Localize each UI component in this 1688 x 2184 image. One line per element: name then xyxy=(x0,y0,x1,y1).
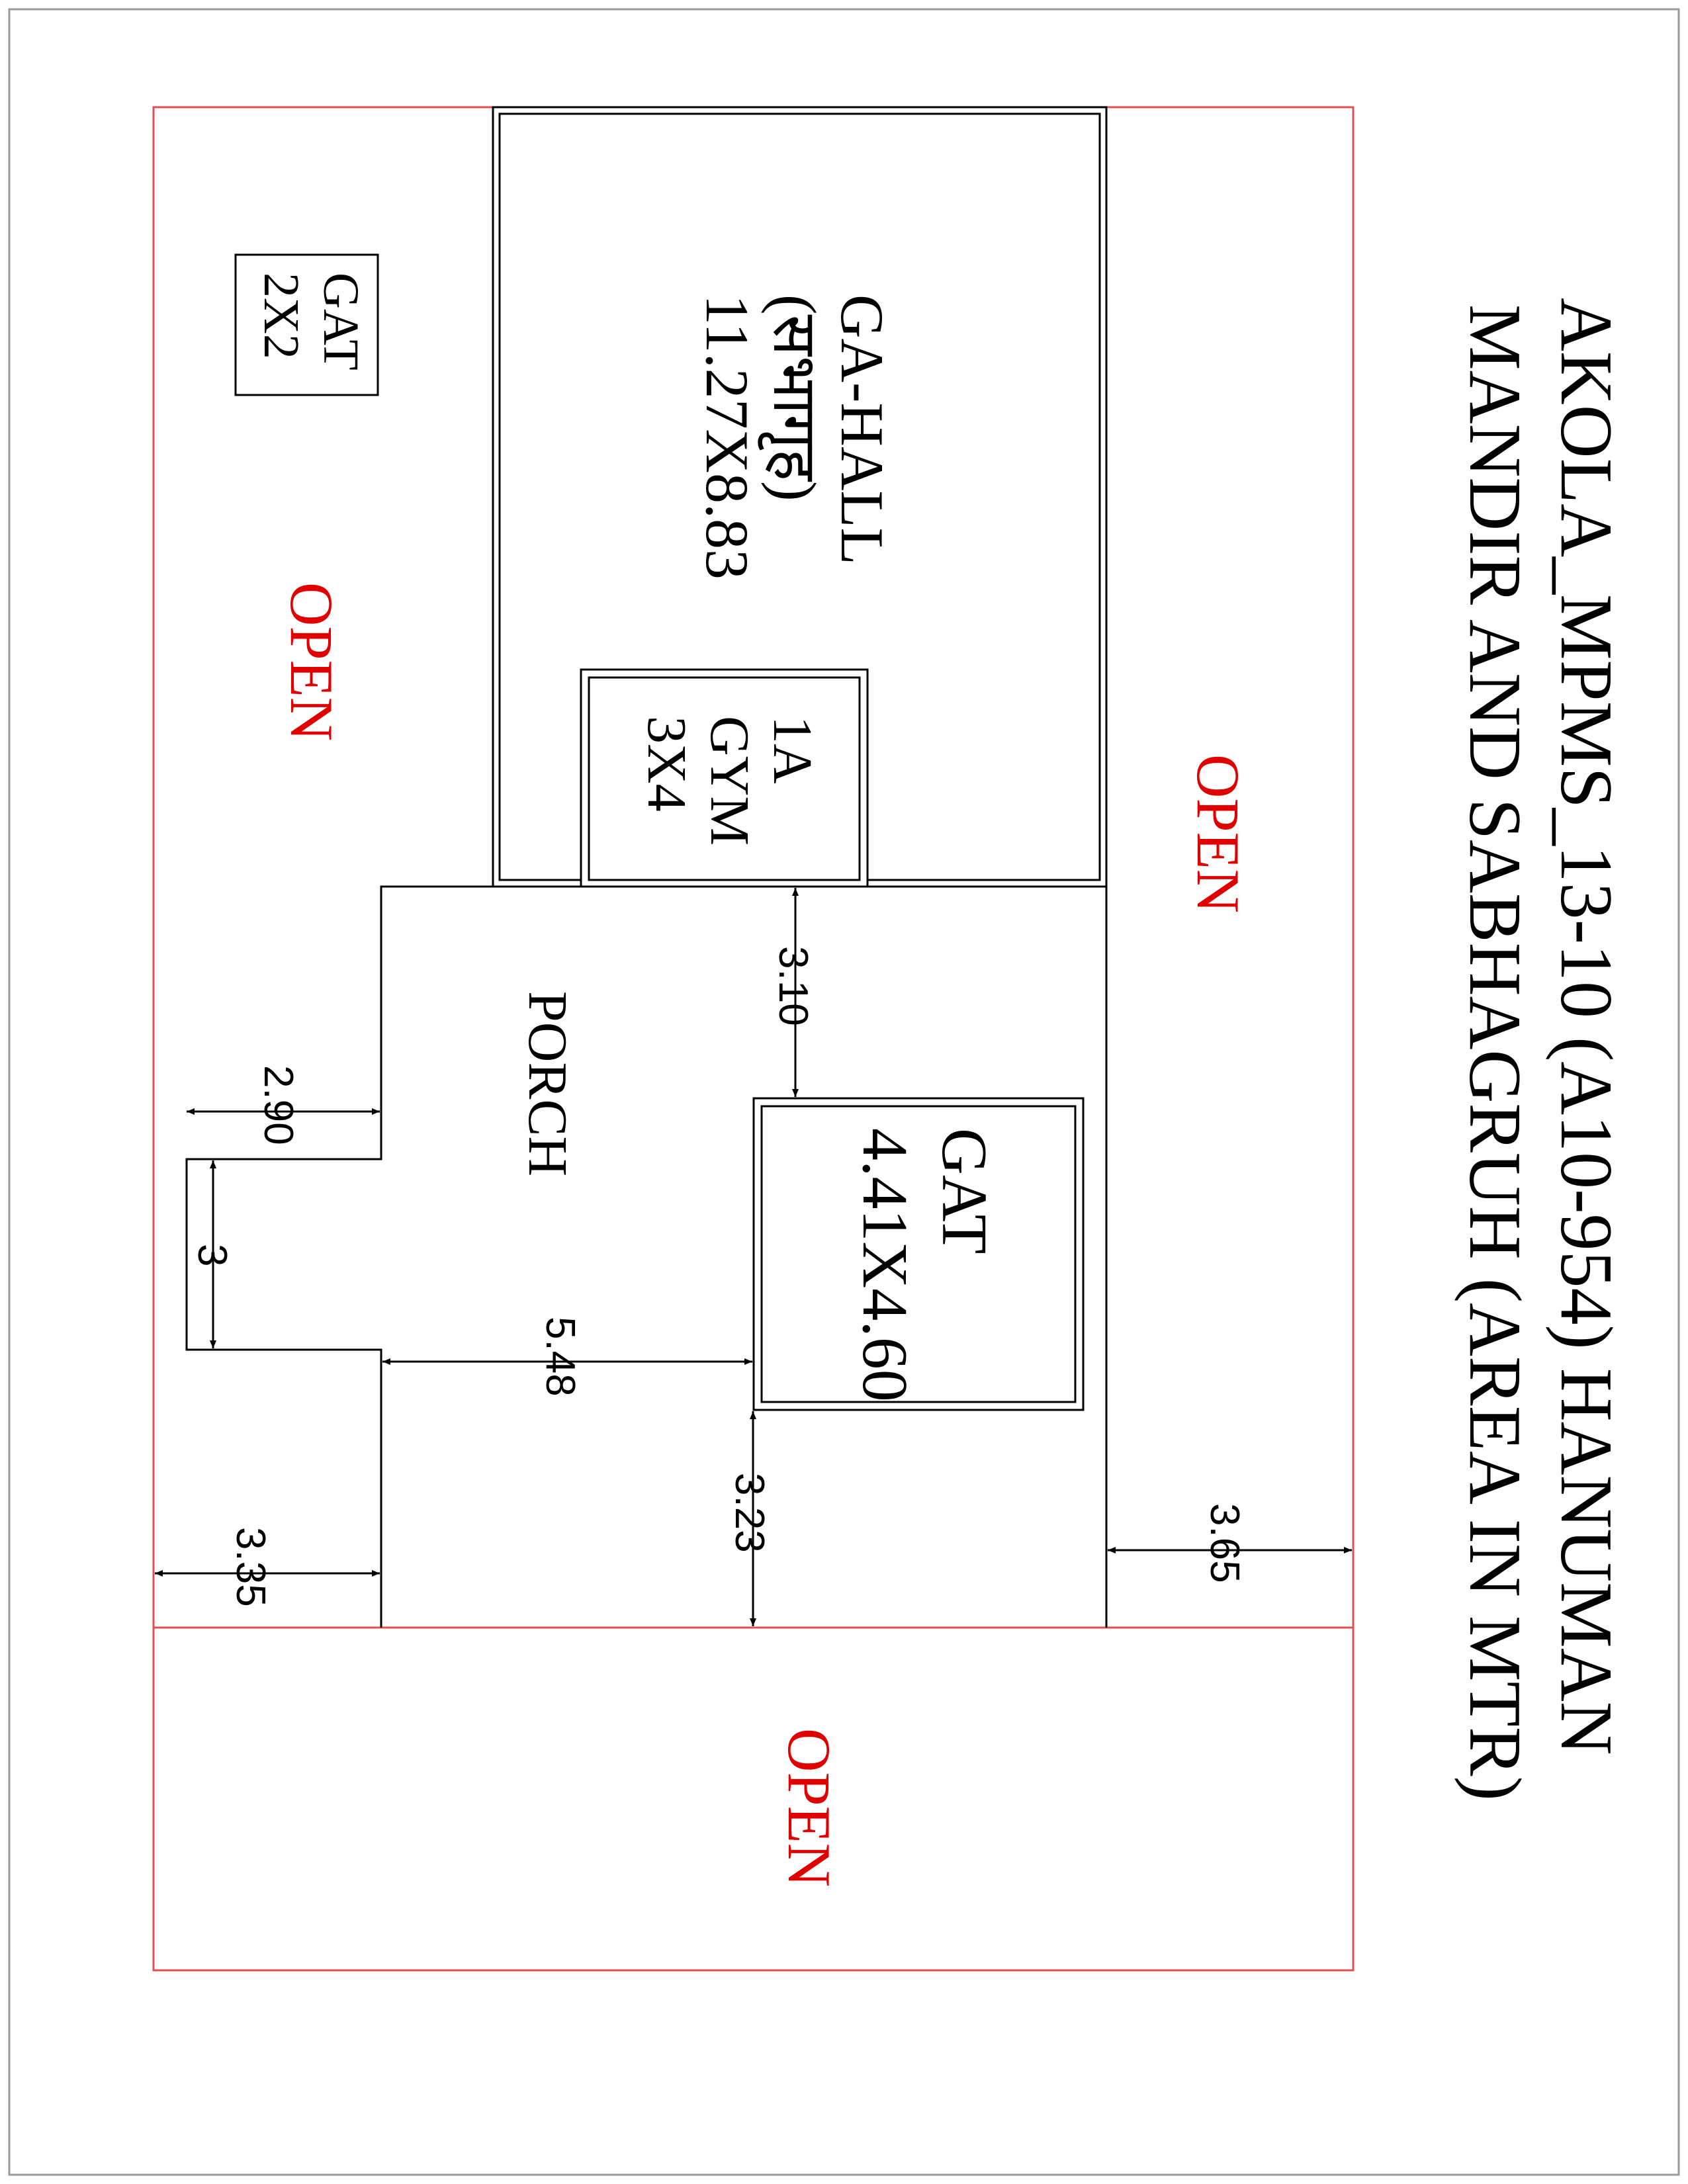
dim-porch-offset-label: 3 xyxy=(189,1244,235,1266)
ga-hall-name: GA-HALL xyxy=(828,294,896,565)
gat-large-size: 4.41X4.60 xyxy=(849,1128,920,1402)
dim-porch-to-gat-label: 3.10 xyxy=(770,946,816,1026)
dim-gat-to-open-label: 3.23 xyxy=(727,1473,772,1553)
dim-left-margin-label: 3.35 xyxy=(228,1527,273,1607)
gat-small-size: 2X2 xyxy=(253,273,309,359)
porch-label: PORCH xyxy=(517,991,578,1176)
open-label-left: OPEN xyxy=(278,582,345,741)
ga-hall-local-name: (सभागृह) xyxy=(758,294,828,502)
dim-right-margin-label: 3.65 xyxy=(1202,1503,1247,1583)
open-label-upper: OPEN xyxy=(1184,754,1252,913)
gym-outline xyxy=(580,668,869,888)
page-frame xyxy=(8,8,1680,2176)
gym-inner-wall xyxy=(588,676,861,881)
dim-porch-step-label: 2.90 xyxy=(255,1065,301,1145)
gat-small-name: GAT xyxy=(313,273,369,371)
gym-name: GYM xyxy=(699,716,760,846)
gat-large-outline xyxy=(752,1097,1085,1411)
drawing-title-line2: MANDIR AND SABHAGRUH (AREA IN MTR) xyxy=(1454,304,1536,1801)
gym-id: 1A xyxy=(762,716,823,784)
gat-large-name: GAT xyxy=(928,1128,1000,1254)
gym-size: 3X4 xyxy=(636,716,697,812)
gat-large-inner-wall xyxy=(760,1105,1077,1403)
dim-porch-width-label: 5.48 xyxy=(537,1317,583,1397)
gat-small-outline xyxy=(234,253,379,396)
ga-hall-size: 11.27X8.83 xyxy=(693,294,761,580)
drawing-title-line1: AKOLA_MPMS_13-10 (A10-954) HANUMAN xyxy=(1545,298,1627,1755)
porch-outline xyxy=(185,885,1108,1628)
open-label-right: OPEN xyxy=(776,1728,843,1887)
